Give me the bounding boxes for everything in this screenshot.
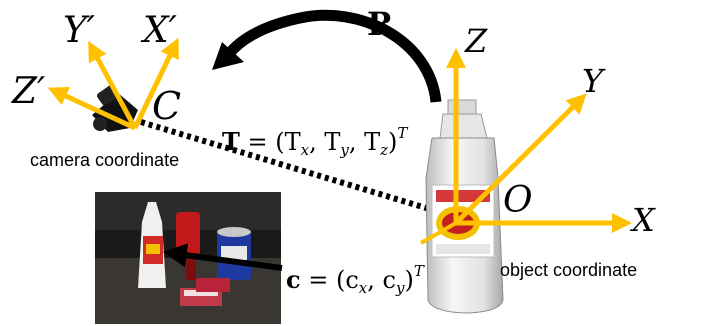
translation-label: T = (Tx, Ty, Tz)T: [222, 124, 408, 159]
camera-y-axis-label: Y′: [63, 10, 95, 51]
object-origin-label: O: [503, 180, 533, 221]
object-bottle: [425, 99, 504, 314]
camera-x-axis-label: X′: [140, 10, 177, 51]
object-y-axis: [454, 93, 587, 225]
object-caption: object coordinate: [500, 260, 637, 280]
object-z-axis-label: Z: [464, 22, 488, 60]
translation-line: [140, 119, 457, 220]
camera-x-axis: [132, 37, 179, 130]
scene-photo: [95, 192, 281, 324]
camera-z-axis-label: Z′: [11, 71, 45, 112]
camera-z-axis: [47, 86, 137, 131]
camera-y-axis: [88, 40, 138, 130]
camera-origin-label: C: [152, 84, 181, 128]
projection-arrow: [162, 243, 283, 271]
object-y-axis-label: Y: [582, 62, 606, 100]
object-frame: X Y Z O object coordinate: [420, 22, 656, 280]
object-negative-x-axis: [420, 221, 457, 245]
projection-label: c = (cx, cy)T: [286, 262, 425, 297]
camera-frame: X′ Y′ Z′ C camera coordinate: [11, 10, 181, 170]
object-x-axis-label: X: [629, 201, 656, 239]
rotation-label: R: [367, 5, 394, 43]
rotation-arrow: R: [212, 5, 442, 103]
camera-caption: camera coordinate: [30, 150, 179, 170]
